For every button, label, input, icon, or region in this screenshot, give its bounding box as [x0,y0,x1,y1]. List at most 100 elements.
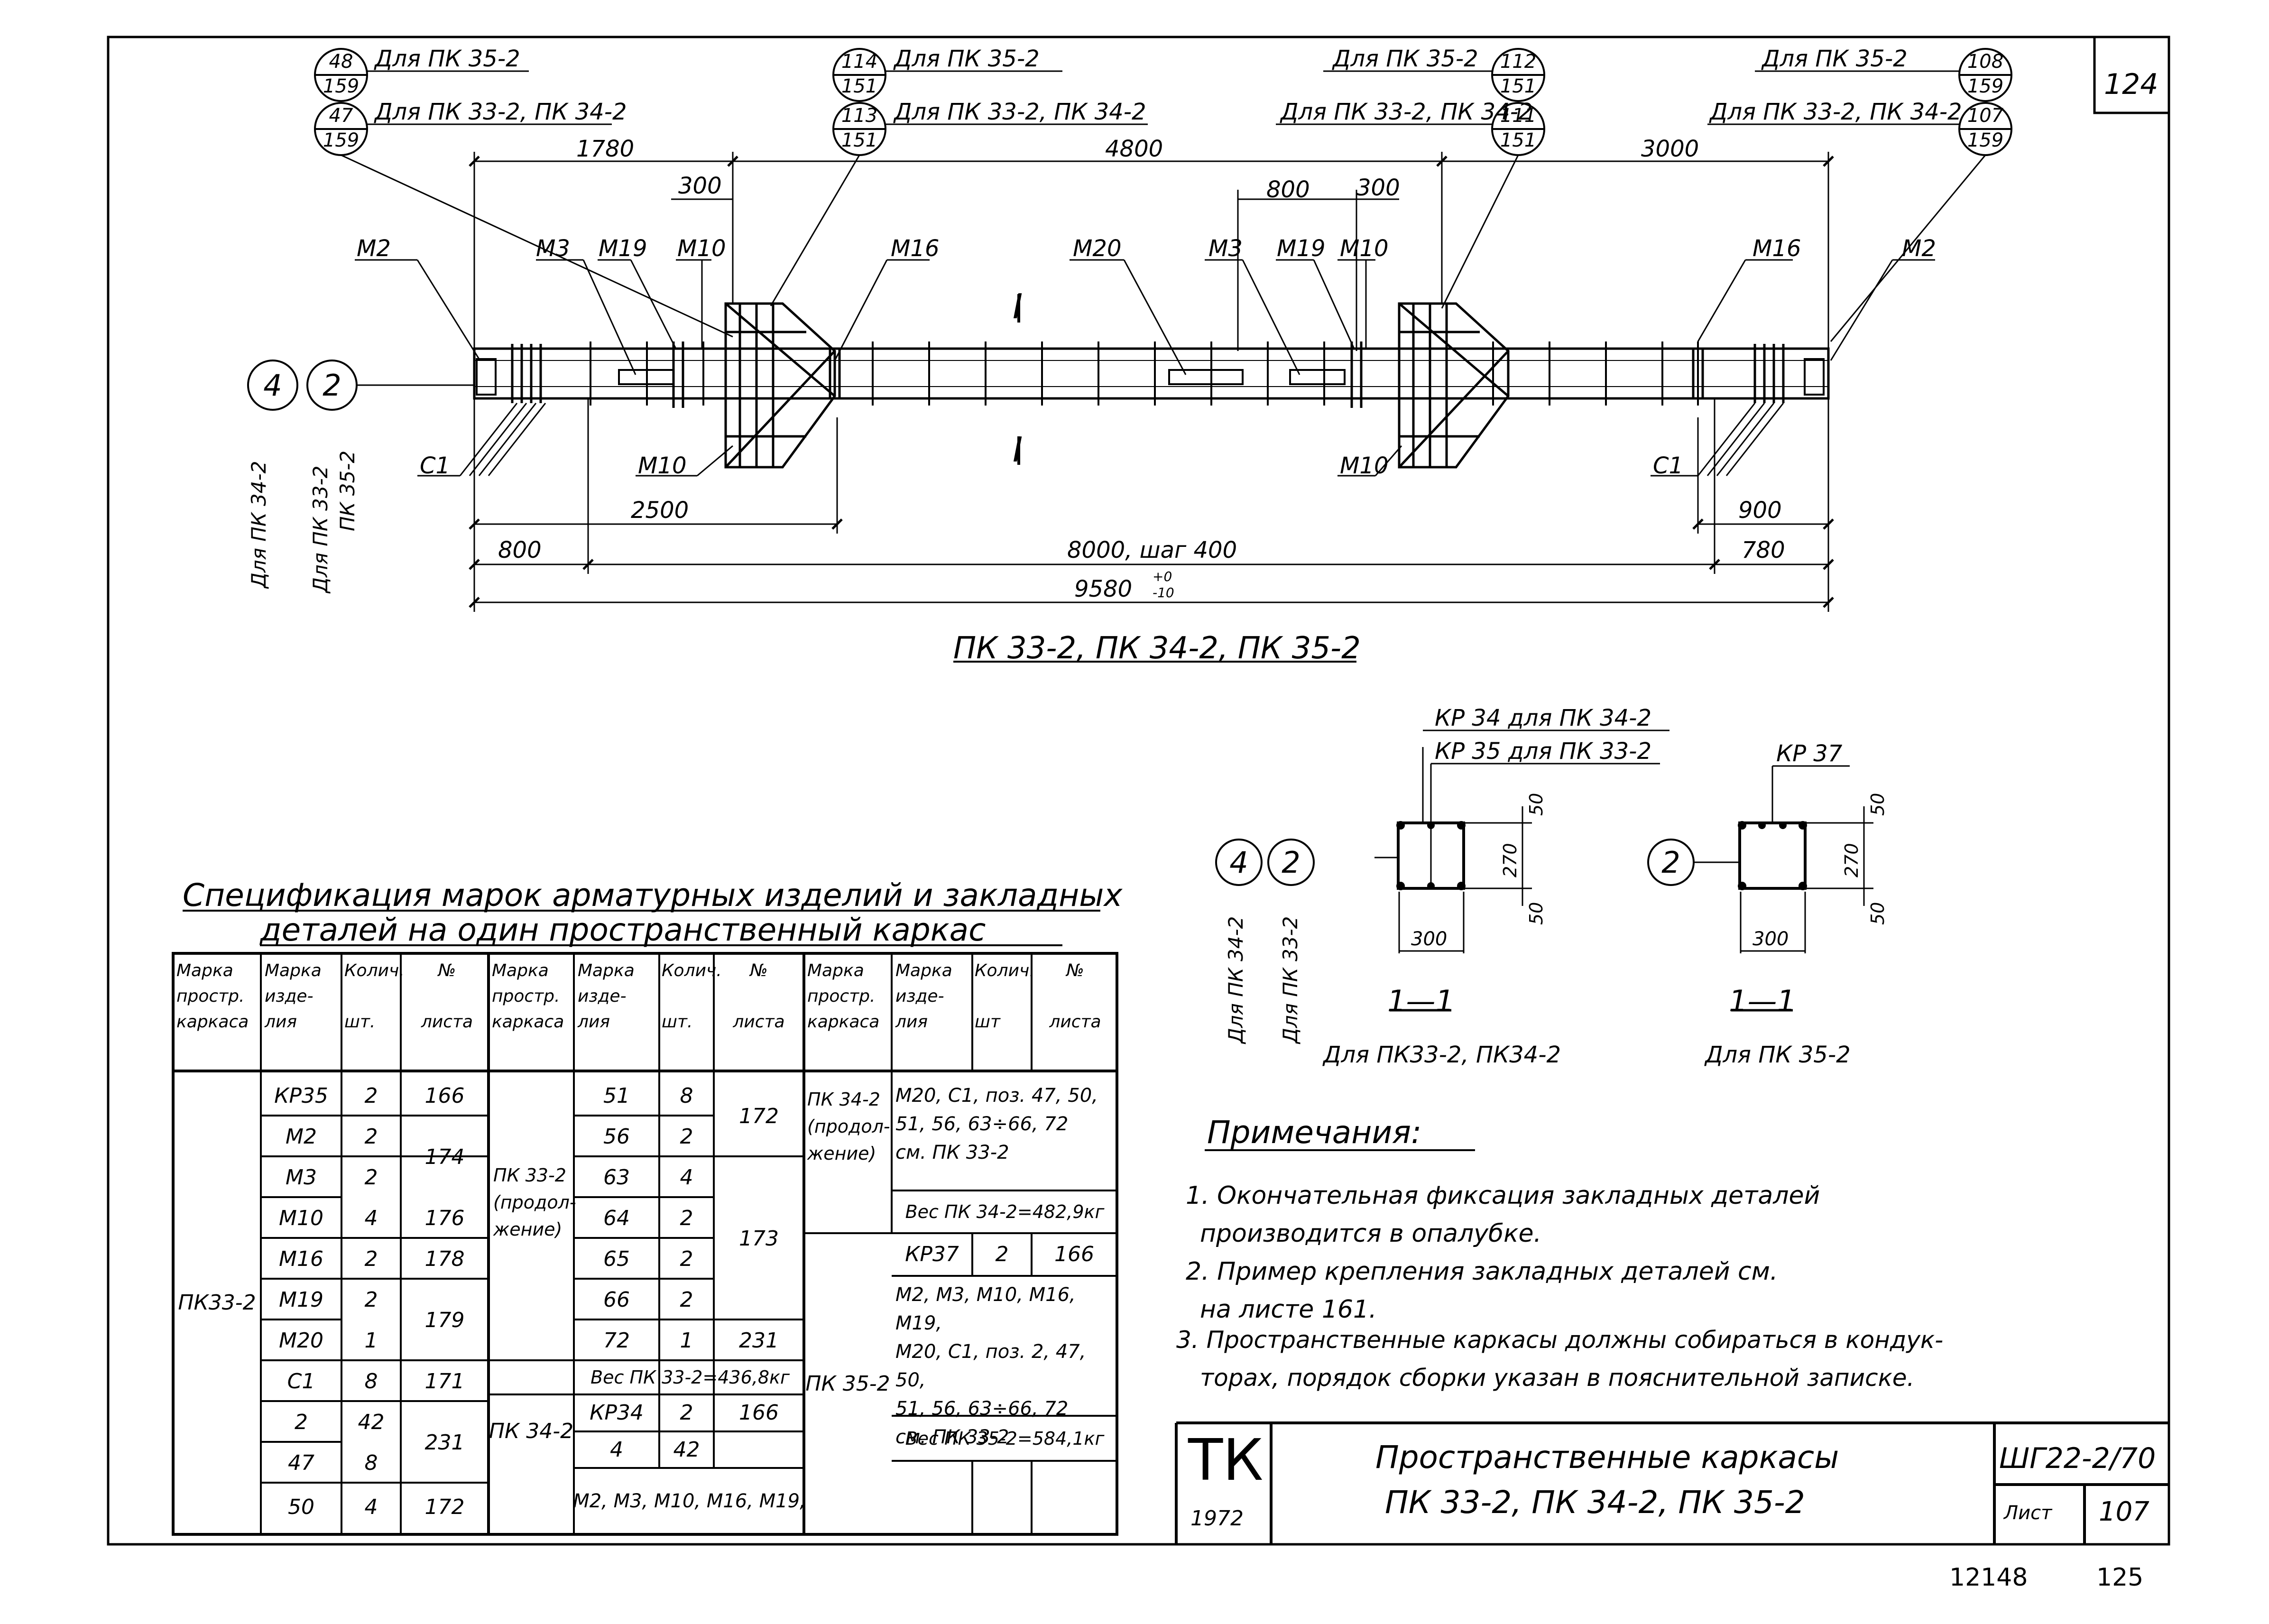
section-b-dim-300: 300 [1752,928,1789,950]
title-block [1175,1421,2169,1544]
cross-section-b [1647,765,1873,1012]
spec-header-qty: Колич. шт. [344,961,405,1032]
spec-list-pk34: М2, М3, М10, М16, М19, [573,1490,806,1512]
section-b-dim-270: 270 [1841,843,1862,877]
note-2-line2: на листе 161. [1200,1295,1377,1324]
spec-title-line1: Спецификация марок арматурных изделий и … [183,877,1123,914]
spec-row-pk33-qty: 8 [364,1369,378,1393]
callout-111-label: Для ПК 33-2, ПК 34-2 [1281,99,1533,125]
spec-row-pk33c-item: 66 [603,1288,630,1312]
for-pk33-label: Для ПК 33-2 [309,465,332,593]
view-mark-4: 4 [263,368,282,403]
spec-row-pk34-item: 4 [610,1438,623,1462]
tolerance-minus: -10 [1153,585,1174,600]
spec-row-pk33-item: 47 [288,1451,314,1475]
callout-108-label: Для ПК 35-2 [1762,46,1908,72]
spec-row-pk33-sheet: 178 [424,1247,465,1271]
callout-47-bottom: 159 [323,129,360,151]
dim-300-right: 300 [1356,175,1400,201]
spec-row-pk33-sheet: 174 [424,1145,465,1169]
section-a-dim-270: 270 [1500,843,1521,877]
spec-row-pk33-qty: 42 [358,1410,385,1434]
spec-row-pk33c-item: 56 [603,1125,630,1149]
section-b-dim-50-top: 50 [1867,793,1888,816]
spec-row-pk33-sheet: 171 [424,1369,465,1393]
spec-row-pk33-item: М3 [286,1165,317,1190]
spec-header-qty-3: Колич. шт [975,961,1035,1032]
spec-item-kr37: КР37 [905,1242,959,1266]
part-m16-right: М16 [1752,235,1801,262]
spec-frame-pk33-continued: ПК 33-2(продол-жение) [493,1165,576,1240]
dimension-lines [473,152,1829,612]
callout-113-top: 113 [841,105,878,127]
spec-row-pk33-item: М2 [286,1125,317,1149]
main-drawing-title: ПК 33-2, ПК 34-2, ПК 35-2 [953,631,1361,666]
dim-2500: 2500 [631,497,689,524]
tolerance-plus: +0 [1153,569,1172,584]
spec-title-line2: деталей на один пространственный каркас [260,912,986,948]
spec-row-pk33c-sheet: 231 [739,1329,779,1353]
bottom-page-number: 125 [2096,1563,2144,1592]
callout-108-top: 108 [1967,51,2004,73]
dim-4800: 4800 [1105,136,1163,162]
spec-row-pk33-item: М16 [279,1247,323,1271]
dim-1780: 1780 [576,136,635,162]
note-2-line1: 2. Пример крепления закладных деталей см… [1186,1257,1778,1286]
spec-row-pk33c-sheet: 173 [739,1227,779,1251]
spec-header-sheet: № листа [421,961,473,1032]
section-a-label-kr35: КР 35 для ПК 33-2 [1435,738,1651,765]
stamp-year: 1972 [1190,1506,1244,1531]
spec-row-pk33-item: 2 [295,1410,308,1434]
callout-48-bottom: 159 [323,75,360,97]
section-a-mark-2: 2 [1282,845,1301,880]
section-a-label-kr34: КР 34 для ПК 34-2 [1435,705,1651,731]
spec-row-pk33c-qty: 8 [680,1084,693,1108]
view-mark-2: 2 [323,368,341,403]
dim-3000: 3000 [1641,136,1699,162]
spec-frame-pk33: ПК33-2 [178,1290,256,1315]
spec-row-pk33-item: М20 [279,1329,323,1353]
callout-112-bottom: 151 [1500,75,1537,97]
spec-row-pk33-qty: 2 [364,1165,378,1190]
callout-111-bottom: 151 [1500,129,1537,151]
part-m3-left: М3 [536,235,570,262]
stamp-sheet-number: 107 [2099,1496,2149,1527]
section-a-mark-4: 4 [1229,845,1248,880]
part-m19-left: М19 [599,235,647,262]
section-a-dim-50-top: 50 [1526,793,1547,816]
spec-qty-kr37: 2 [995,1242,1009,1266]
callout-48-label: Для ПК 35-2 [375,46,520,72]
spec-row-pk33-qty: 8 [364,1451,378,1475]
dim-900: 900 [1738,497,1782,524]
spec-row-pk33-qty: 4 [364,1206,378,1230]
spec-row-pk33-sheet: 172 [424,1495,465,1519]
callout-circles [314,48,2012,156]
callout-108-bottom: 159 [1967,75,2004,97]
dim-800-bottom: 800 [498,537,542,563]
section-b-subtitle: Для ПК 35-2 [1705,1042,1851,1068]
spec-row-pk33c-item: 65 [603,1247,630,1271]
section-a-for-pk34: Для ПК 34-2 [1224,916,1247,1043]
part-m10-bottom-left: М10 [638,452,687,479]
spec-weight-pk35: Вес ПК 35-2=584,1кг [905,1428,1105,1449]
callout-47-label: Для ПК 33-2, ПК 34-2 [375,99,627,125]
spec-row-pk33-item: КР35 [274,1084,328,1108]
spec-row-pk33c-sheet: 172 [739,1104,779,1128]
spec-table-grid [172,952,1118,1536]
callout-112-top: 112 [1500,51,1537,73]
section-b-label-kr37: КР 37 [1776,740,1843,767]
part-m20: М20 [1073,235,1122,262]
haunch-left [724,302,836,469]
sheet-number-box [2093,36,2170,114]
spec-row-pk33c-qty: 4 [680,1165,693,1190]
spec-weight-pk34: Вес ПК 34-2=482,9кг [905,1201,1105,1222]
spec-row-pk33-sheet: 166 [424,1084,465,1108]
